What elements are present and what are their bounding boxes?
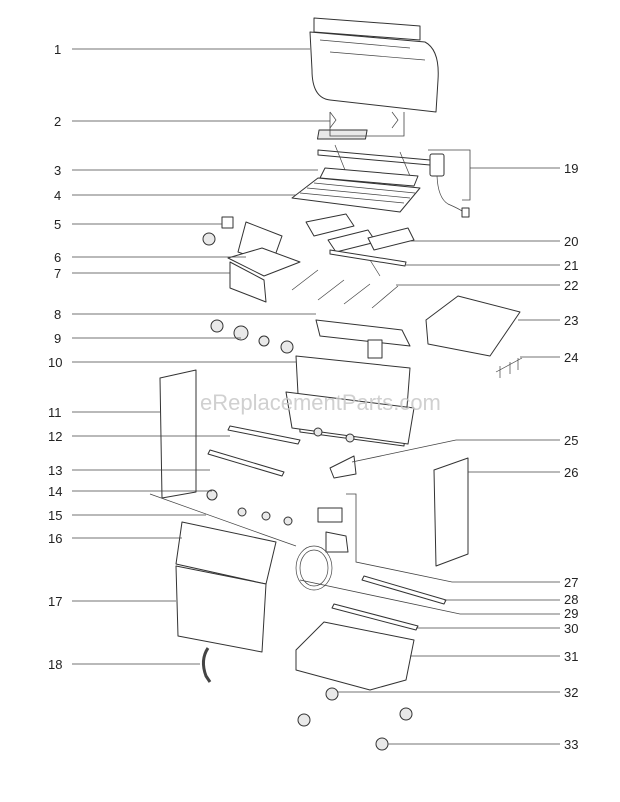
callout-numbers: 1 2 3 4 5 6 7 8 9 10 11 12 13 14 15 16 1… xyxy=(48,42,578,752)
callout-18: 18 xyxy=(48,657,62,672)
part-cooking-grate xyxy=(291,177,421,213)
callout-3: 3 xyxy=(54,163,61,178)
callout-14: 14 xyxy=(48,484,62,499)
callout-30: 30 xyxy=(564,621,578,636)
callout-4: 4 xyxy=(54,188,61,203)
callout-16: 16 xyxy=(48,531,62,546)
callout-1: 1 xyxy=(54,42,61,57)
part-rotisserie-motor xyxy=(429,153,470,218)
callout-2: 2 xyxy=(54,114,61,129)
part-heat-deflector xyxy=(315,319,411,347)
part-burner-tubes xyxy=(291,249,407,309)
callout-20: 20 xyxy=(564,234,578,249)
part-left-side-panel xyxy=(159,369,197,499)
part-tool-hooks xyxy=(495,357,523,378)
callout-19: 19 xyxy=(564,161,578,176)
part-warming-rack xyxy=(316,111,399,140)
callout-6: 6 xyxy=(54,250,61,265)
part-rail-30 xyxy=(331,603,419,631)
callout-11: 11 xyxy=(48,405,62,420)
callout-7: 7 xyxy=(54,266,61,281)
part-casters xyxy=(297,687,413,751)
part-bracket xyxy=(221,216,234,229)
callout-28: 28 xyxy=(564,592,578,607)
part-cookbox xyxy=(285,355,415,447)
callout-8: 8 xyxy=(54,307,61,322)
part-flavorizer-bars xyxy=(305,213,415,253)
callout-9: 9 xyxy=(54,331,61,346)
part-manifold xyxy=(149,489,297,547)
part-side-table xyxy=(425,295,521,357)
part-right-side-panel xyxy=(433,457,469,567)
callout-31: 31 xyxy=(564,649,578,664)
callout-13: 13 xyxy=(48,463,62,478)
part-control-knobs xyxy=(210,319,294,354)
part-lid xyxy=(309,17,439,113)
callout-33: 33 xyxy=(564,737,578,752)
callout-24: 24 xyxy=(564,350,578,365)
part-front-rail xyxy=(227,425,301,445)
part-door-handle xyxy=(201,647,212,683)
part-bottom-rail xyxy=(207,449,285,477)
part-rail-28 xyxy=(361,575,447,605)
callout-29: 29 xyxy=(564,606,578,621)
part-igniter xyxy=(317,507,349,553)
part-bracket-small xyxy=(329,455,357,479)
callout-25: 25 xyxy=(564,433,578,448)
callout-27: 27 xyxy=(564,575,578,590)
callout-21: 21 xyxy=(564,258,578,273)
callout-5: 5 xyxy=(54,217,61,232)
part-bottom-shelf xyxy=(295,621,415,691)
watermark: eReplacementParts.com xyxy=(200,390,441,415)
callout-12: 12 xyxy=(48,429,62,444)
callout-22: 22 xyxy=(564,278,578,293)
callout-26: 26 xyxy=(564,465,578,480)
callout-17: 17 xyxy=(48,594,62,609)
part-gas-hose xyxy=(295,545,333,591)
callout-23: 23 xyxy=(564,313,578,328)
callout-leaders xyxy=(72,48,560,745)
callout-10: 10 xyxy=(48,355,62,370)
part-side-burner xyxy=(202,221,301,303)
part-rotisserie-spit xyxy=(317,144,431,187)
callout-15: 15 xyxy=(48,508,62,523)
callout-32: 32 xyxy=(564,685,578,700)
part-door xyxy=(175,565,267,653)
